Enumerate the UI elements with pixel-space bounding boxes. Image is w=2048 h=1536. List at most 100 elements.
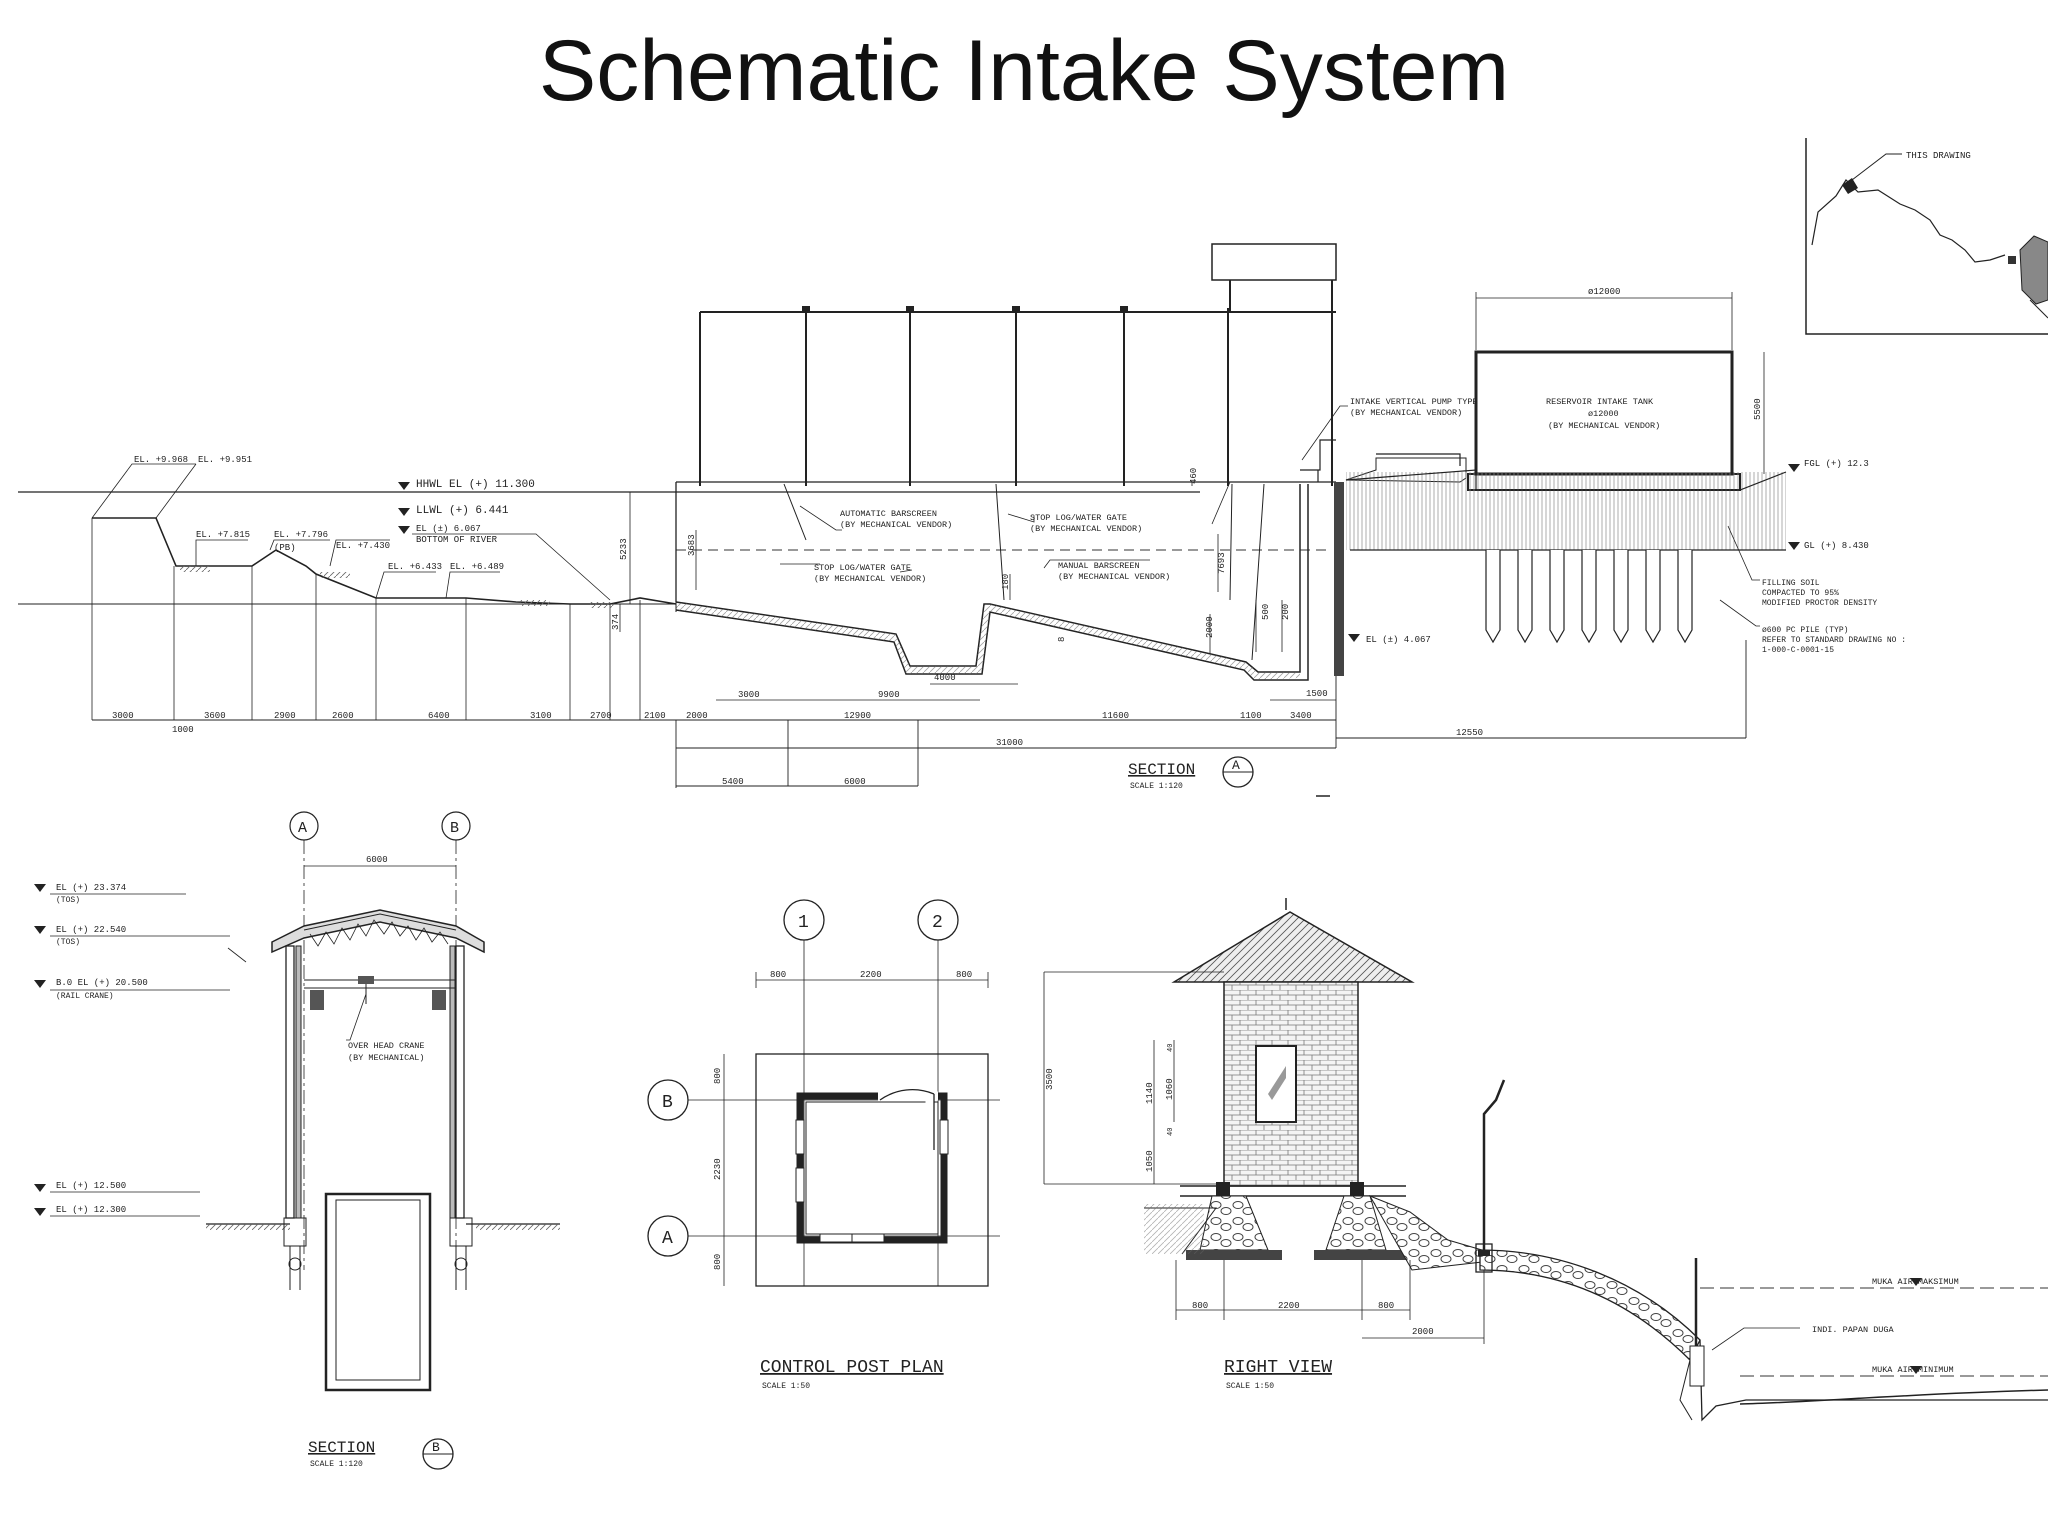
note-stoplog-1-vendor: (BY MECHANICAL VENDOR) xyxy=(814,574,926,584)
dim-right: 12550 xyxy=(1456,728,1483,738)
tank-vendor: (BY MECHANICAL VENDOR) xyxy=(1548,421,1660,431)
grid-b: B xyxy=(450,820,459,837)
dim-side: 800 xyxy=(713,1068,723,1084)
dim-6000: 6000 xyxy=(366,855,388,865)
key-plan-label: THIS DRAWING xyxy=(1906,151,1971,161)
el-label: EL. +7.796 xyxy=(274,530,328,540)
level-el: B.0 EL (+) 20.500 xyxy=(56,978,148,988)
dim-bottom: 6400 xyxy=(428,711,450,721)
dim-vertical: 3683 xyxy=(687,534,697,556)
note-pump-vendor: (BY MECHANICAL VENDOR) xyxy=(1350,408,1462,418)
right-view-scale: SCALE 1:50 xyxy=(1226,1382,1274,1391)
dim-vertical: 7693 xyxy=(1217,552,1227,574)
dim-lower: 5400 xyxy=(722,777,744,787)
note-max-water: MUKA AIR MAKSIMUM xyxy=(1872,1277,1959,1287)
control-post-scale: SCALE 1:50 xyxy=(762,1382,810,1391)
dim-vertical: 374 xyxy=(611,614,621,630)
section-b-marker: B xyxy=(432,1440,440,1455)
grid-1: 1 xyxy=(798,913,809,933)
el-label: EL. +6.433 xyxy=(388,562,442,572)
grid-a: A xyxy=(298,820,307,837)
dim-bottom: 11600 xyxy=(1102,711,1129,721)
section-a-marker: A xyxy=(1232,758,1240,773)
control-post-label: CONTROL POST PLAN xyxy=(760,1358,944,1378)
dim-bottom: 2900 xyxy=(274,711,296,721)
note-fill: COMPACTED TO 95% xyxy=(1762,589,1839,598)
right-view-label: RIGHT VIEW xyxy=(1224,1358,1332,1378)
note-auto-barscreen: AUTOMATIC BARSCREEN xyxy=(840,509,937,519)
section-a: EL. +9.968 EL. +9.951 EL. +7.815 EL. +7.… xyxy=(18,243,1906,797)
note-stoplog-2-vendor: (BY MECHANICAL VENDOR) xyxy=(1030,524,1142,534)
note-stoplog-2: STOP LOG/WATER GATE xyxy=(1030,513,1127,523)
section-b-scale: SCALE 1:120 xyxy=(310,1460,363,1469)
dim-bottom: 2600 xyxy=(332,711,354,721)
slide-title: Schematic Intake System xyxy=(538,23,1510,119)
level-sub: (TOS) xyxy=(56,938,80,947)
dim-bottom: 1000 xyxy=(172,725,194,735)
note-pile: REFER TO STANDARD DRAWING NO : xyxy=(1762,636,1906,645)
dim-bottom: 2700 xyxy=(590,711,612,721)
note-manual-barscreen: MANUAL BARSCREEN xyxy=(1058,561,1140,571)
dim-1060: 1060 xyxy=(1165,1078,1175,1100)
dim-bottom: 1100 xyxy=(1240,711,1262,721)
level-sub: (RAIL CRANE) xyxy=(56,992,114,1001)
water-level-llwl: LLWL (+) 6.441 xyxy=(416,505,509,517)
dim-bottom: 2100 xyxy=(644,711,666,721)
dim-vertical: 500 xyxy=(1261,604,1271,620)
note-pile: 1-000-C-0001-15 xyxy=(1762,646,1834,655)
note-stoplog-1: STOP LOG/WATER GATE xyxy=(814,563,911,573)
dim-inner: 4000 xyxy=(934,673,956,683)
dim-total: 31000 xyxy=(996,738,1023,748)
level-sub: (TOS) xyxy=(56,896,80,905)
dim-bottom: 800 xyxy=(1192,1301,1208,1311)
dim-bottom: 800 xyxy=(1378,1301,1394,1311)
section-b: A B 6000 EL (+) 23.374 (TOS) EL (+) 22.5… xyxy=(34,811,560,1470)
dim-bottom: 3600 xyxy=(204,711,226,721)
el-label: EL. +9.968 xyxy=(134,455,188,465)
dim-bottom: 3100 xyxy=(530,711,552,721)
right-view: MUKA AIR MAKSIMUM MUKA AIR MINIMUM INDI.… xyxy=(1043,898,2048,1422)
fgl-label: FGL (+) 12.3 xyxy=(1804,459,1869,469)
key-plan: THIS DRAWING xyxy=(1805,138,2048,335)
level-el: EL (+) 12.500 xyxy=(56,1181,126,1191)
grid-2: 2 xyxy=(932,913,943,933)
water-level-hhwl: HHWL EL (+) 11.300 xyxy=(416,479,535,491)
dim-inner: 9900 xyxy=(878,690,900,700)
water-level-bottom: BOTTOM OF RIVER xyxy=(416,535,498,545)
dim-bottom: 2200 xyxy=(1278,1301,1300,1311)
level-el: EL (+) 12.300 xyxy=(56,1205,126,1215)
dim-1140: 1140 xyxy=(1145,1082,1155,1104)
dim-bottom: 2000 xyxy=(686,711,708,721)
dim-vertical: 180 xyxy=(1001,574,1011,590)
crane-note: (BY MECHANICAL) xyxy=(348,1053,425,1063)
dim-40: 40 xyxy=(1167,1128,1175,1136)
dim-vertical: 200 xyxy=(1281,604,1291,620)
dim-3500: 3500 xyxy=(1045,1068,1055,1090)
dim-vertical: 8 xyxy=(1057,637,1067,642)
tank-dim: ø12000 xyxy=(1588,287,1620,297)
dim-bottom: 3400 xyxy=(1290,711,1312,721)
grid-a-side: A xyxy=(662,1229,673,1249)
dim-vertical: 2000 xyxy=(1205,616,1215,638)
dim-40: 40 xyxy=(1167,1044,1175,1052)
el-label: EL. +7.430 xyxy=(336,541,390,551)
tank-diameter: ø12000 xyxy=(1588,409,1619,419)
dim-inner: 3000 xyxy=(738,690,760,700)
note-manual-barscreen-vendor: (BY MECHANICAL VENDOR) xyxy=(1058,572,1170,582)
dim-bottom: 12900 xyxy=(844,711,871,721)
note-pump: INTAKE VERTICAL PUMP TYPE xyxy=(1350,397,1478,407)
note-fill: MODIFIED PROCTOR DENSITY xyxy=(1762,599,1877,608)
grid-b-side: B xyxy=(662,1093,673,1113)
dim-vertical: 460 xyxy=(1189,468,1199,484)
dim-top: 800 xyxy=(770,970,786,980)
water-level-el: EL (±) 6.067 xyxy=(416,524,481,534)
crane-note: OVER HEAD CRANE xyxy=(348,1041,425,1051)
note-auto-barscreen-vendor: (BY MECHANICAL VENDOR) xyxy=(840,520,952,530)
dim-top: 2200 xyxy=(860,970,882,980)
section-b-label: SECTION xyxy=(308,1439,375,1457)
dim-vertical: 5233 xyxy=(619,538,629,560)
el-label: EL. +7.815 xyxy=(196,530,250,540)
dim-side: 800 xyxy=(713,1254,723,1270)
note-fill: FILLING SOIL xyxy=(1762,579,1820,588)
